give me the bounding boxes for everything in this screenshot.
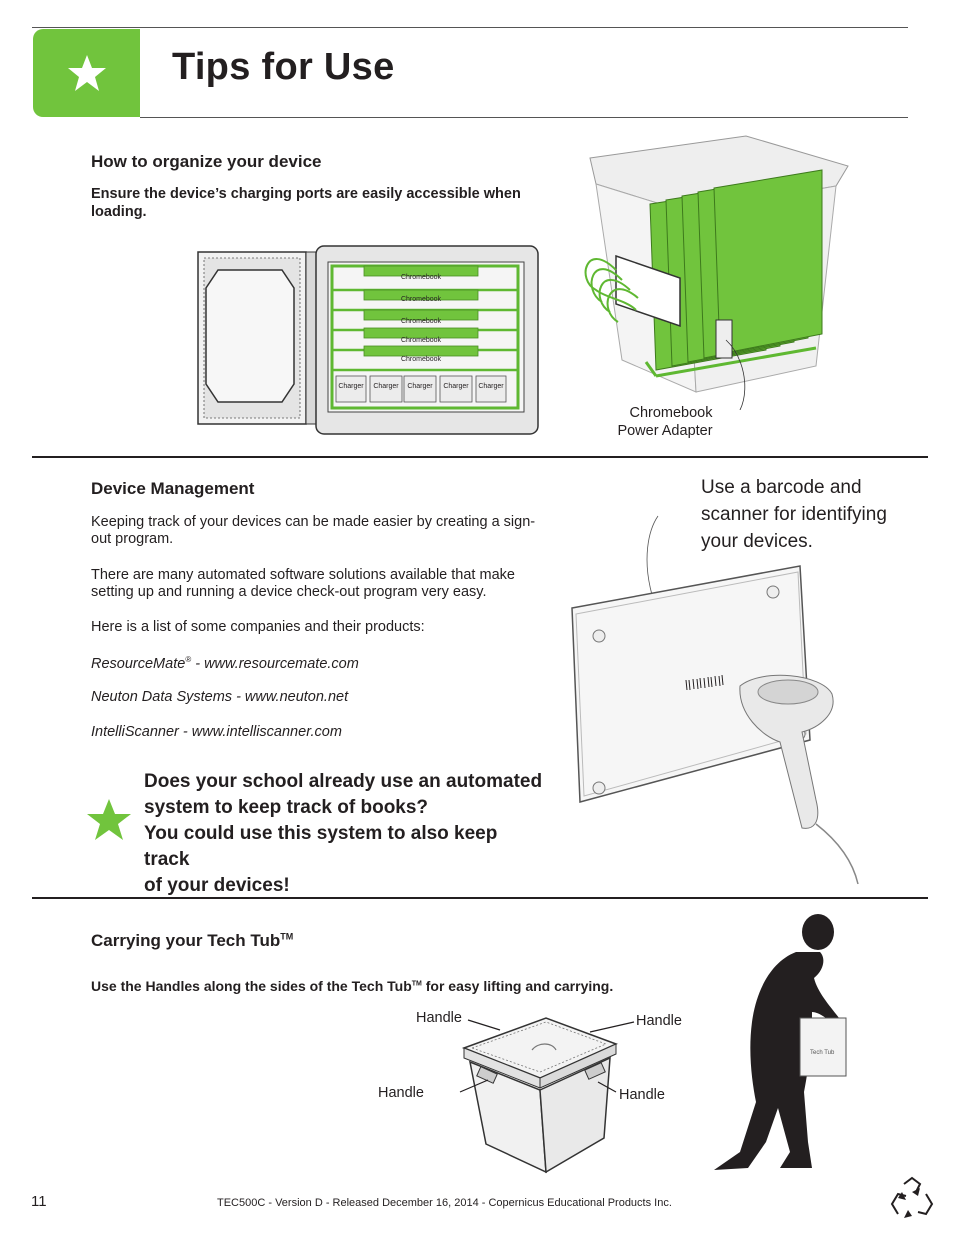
trademark-mark: TM	[280, 931, 294, 942]
handle-label-bottom-right: Handle	[619, 1087, 665, 1103]
header-top-rule	[32, 27, 908, 28]
charger-label-2: Charger	[373, 383, 399, 390]
product-name: ResourceMate	[91, 655, 186, 672]
dm-paragraph-2: There are many automated software soluti…	[91, 567, 515, 600]
product-site: - www.resourcemate.com	[191, 655, 359, 672]
adapter-label-line1: Chromebook	[629, 405, 713, 421]
product-item: IntelliScanner - www.intelliscanner.com	[91, 724, 342, 740]
person-carrying-tub-illustration: Tech Tub	[714, 914, 847, 1170]
tech-tub-illustration	[461, 1017, 618, 1174]
charger-label-3: Charger	[407, 383, 433, 390]
barcode-scanner-illustration	[571, 515, 859, 885]
device-management-heading: Device Management	[91, 479, 255, 498]
product-site: - www.intelliscanner.com	[178, 724, 342, 740]
star-icon	[87, 799, 131, 840]
tub-brand-text: Tech Tub	[810, 1050, 835, 1056]
product-item: ResourceMate® - www.resourcemate.com	[91, 655, 359, 672]
callout-line: of your devices!	[144, 875, 290, 896]
star-icon	[68, 55, 106, 91]
carrying-instruction: Use the Handles along the sides of the T…	[91, 978, 614, 994]
callout-line: system to keep track of books?	[144, 797, 429, 818]
page-title: Tips for Use	[172, 46, 395, 88]
callout-text: Does your school already use an automate…	[144, 769, 544, 899]
section-divider-2	[32, 897, 928, 899]
registered-mark: ®	[185, 655, 192, 664]
page-number: 11	[31, 1193, 47, 1210]
product-site: - www.neuton.net	[232, 689, 349, 705]
adapter-label-line2: Power Adapter	[617, 423, 713, 439]
organize-heading: How to organize your device	[91, 152, 322, 171]
carrying-heading: Carrying your Tech TubTM	[91, 931, 294, 950]
callout-line: You could use this system to also keep t…	[144, 823, 498, 870]
slot-label-4: Chromebook	[400, 337, 442, 344]
section-divider-1	[32, 456, 928, 458]
header-bottom-rule	[140, 117, 908, 118]
handle-leader-lines	[459, 1019, 635, 1093]
charger-label-5: Charger	[478, 383, 504, 390]
header-accent-box	[33, 29, 140, 117]
tub-top-view-diagram	[197, 245, 539, 435]
tub-3d-illustration	[584, 135, 849, 410]
dm-paragraph-1: Keeping track of your devices can be mad…	[91, 514, 536, 547]
barcode-note: Use a barcode and scanner for identifyin…	[701, 477, 887, 552]
charger-label-1: Charger	[338, 383, 364, 390]
slot-label-2: Chromebook	[400, 296, 442, 303]
footer-text: TEC500C - Version D - Released December …	[217, 1197, 672, 1209]
recycle-icon	[890, 1176, 934, 1218]
charger-label-4: Charger	[443, 383, 469, 390]
trademark-mark: TM	[411, 980, 422, 988]
dm-paragraph-3: Here is a list of some companies and the…	[91, 619, 425, 635]
slot-label-3: Chromebook	[400, 318, 442, 325]
slot-label-5: Chromebook	[400, 356, 442, 363]
handle-label-bottom-left: Handle	[378, 1085, 424, 1101]
slot-label-1: Chromebook	[400, 274, 442, 281]
handle-label-top-left: Handle	[416, 1010, 462, 1026]
organize-instruction: Ensure the device’s charging ports are e…	[91, 186, 521, 220]
callout-line: Does your school already use an automate…	[144, 771, 543, 792]
product-name: Neuton Data Systems	[91, 689, 233, 705]
handle-label-top-right: Handle	[636, 1013, 682, 1029]
product-name: IntelliScanner	[91, 724, 179, 740]
product-item: Neuton Data Systems - www.neuton.net	[91, 689, 348, 705]
